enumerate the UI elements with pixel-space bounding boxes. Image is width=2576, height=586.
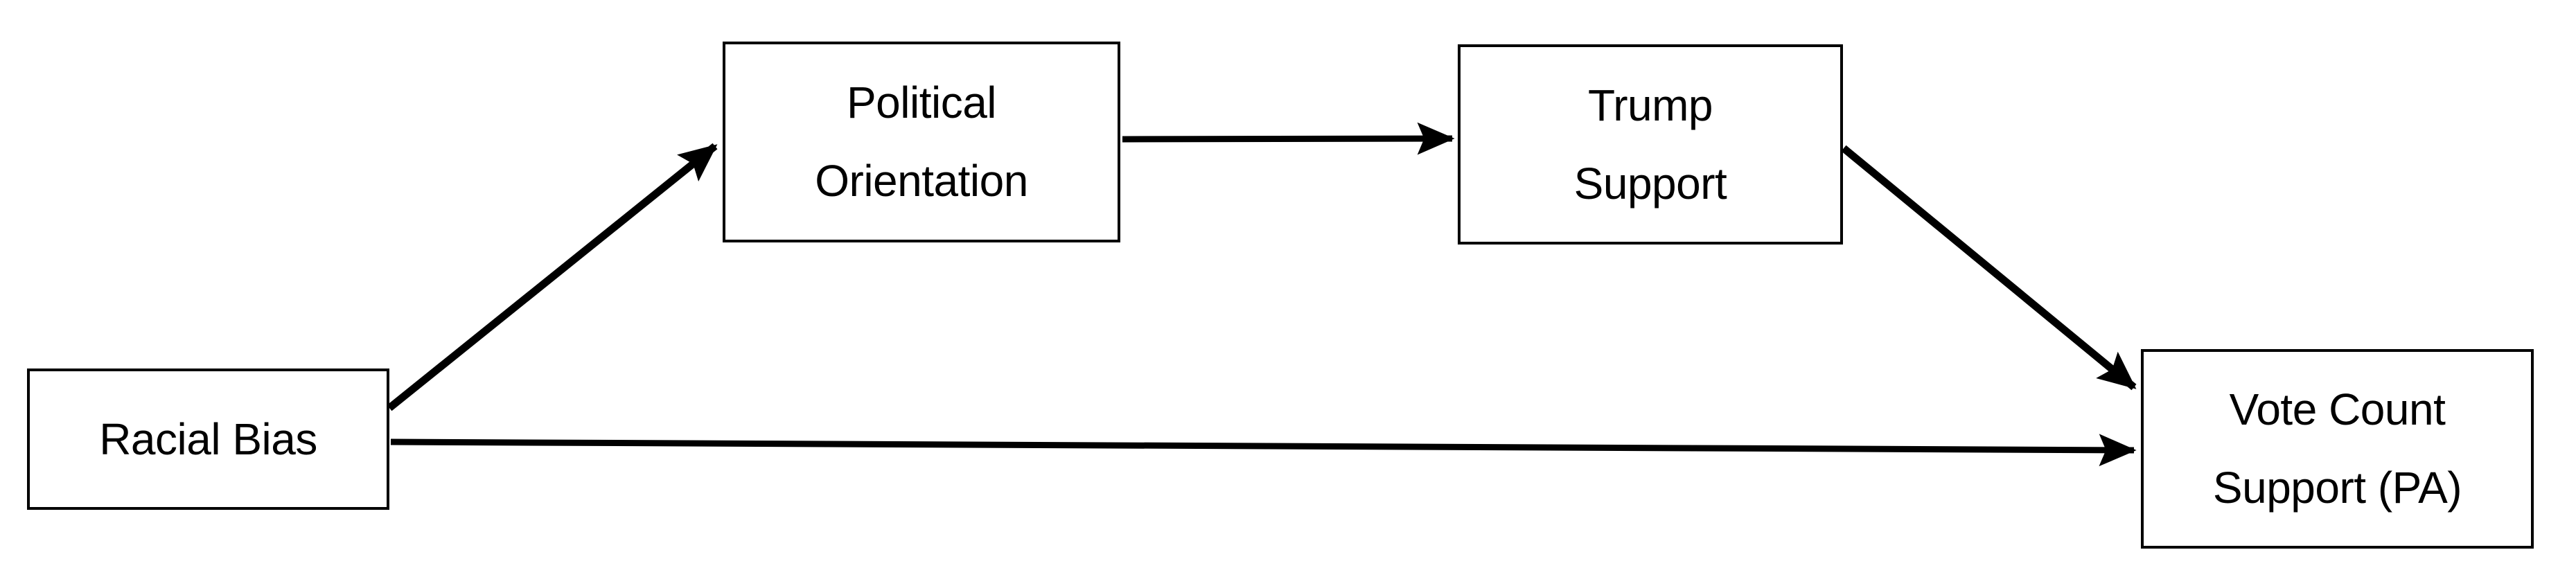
node-trump-support-label-line-2: Support (1573, 158, 1727, 208)
node-trump-support[interactable]: Trump Support (1458, 44, 1843, 245)
node-vote-count-support-label-line-2: Support (PA) (2212, 463, 2462, 513)
node-racial-bias[interactable]: Racial Bias (27, 369, 389, 510)
edge-trump-support-to-vote-count-support (1841, 145, 2137, 391)
node-vote-count-support-label-line-1: Vote Count (2229, 384, 2446, 434)
node-trump-support-label-line-1: Trump (1587, 80, 1713, 130)
edge-racial-bias-to-political-orientation (387, 143, 718, 411)
node-vote-count-support[interactable]: Vote Count Support (PA) (2141, 349, 2534, 549)
node-racial-bias-label-line-1: Racial Bias (99, 414, 317, 464)
node-political-orientation-label-line-1: Political (846, 78, 997, 127)
edge-racial-bias-to-vote-count-support (390, 434, 2137, 467)
node-political-orientation-label-line-2: Orientation (815, 156, 1028, 206)
node-political-orientation[interactable]: Political Orientation (723, 42, 1120, 242)
